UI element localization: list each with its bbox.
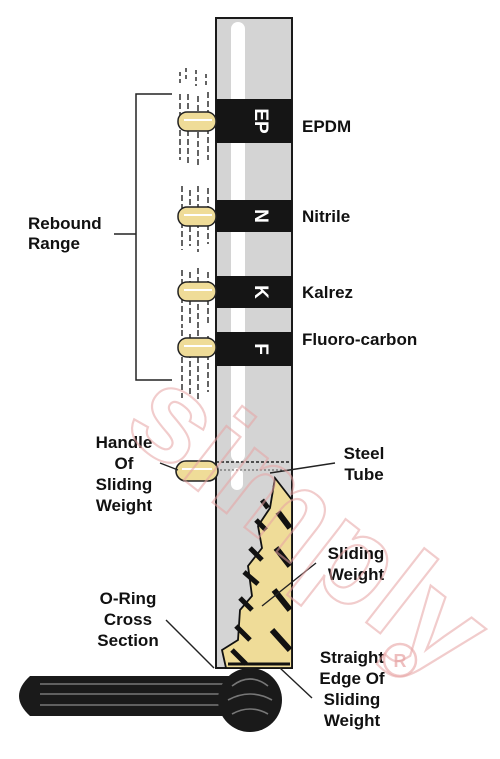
svg-text:Edge Of: Edge Of — [319, 669, 385, 688]
label-epdm: EPDM — [302, 117, 351, 136]
watermark-text: simply — [103, 337, 500, 706]
rebound-range-label: Rebound Range — [28, 214, 102, 253]
svg-text:Range: Range — [28, 234, 80, 253]
ghost-handle-epdm — [177, 111, 217, 132]
o-ring-cross-section — [218, 668, 282, 732]
ghost-handle-fluorocarbon — [177, 337, 217, 358]
steel-tube-label: Steel Tube — [344, 444, 385, 484]
svg-text:Sliding: Sliding — [328, 544, 385, 563]
svg-text:Cross: Cross — [104, 610, 152, 629]
band-epdm: EP — [216, 99, 292, 143]
material-bands: EP N K F — [216, 99, 292, 366]
o-ring-label: O-Ring Cross Section — [97, 589, 158, 650]
sliding-weight — [220, 475, 293, 669]
ghost-handle-nitrile — [177, 206, 217, 227]
band-fluorocarbon: F — [216, 332, 292, 366]
sliding-weight-label: Sliding Weight — [328, 544, 385, 584]
band-code-epdm: EP — [250, 108, 271, 134]
watermark-registered-mark: R — [394, 651, 407, 671]
band-code-fluorocarbon: F — [250, 343, 271, 355]
svg-text:Weight: Weight — [324, 711, 381, 730]
svg-text:Steel: Steel — [344, 444, 385, 463]
label-nitrile: Nitrile — [302, 207, 350, 226]
svg-text:Of: Of — [115, 454, 134, 473]
handle-label: Handle Of Sliding Weight — [96, 433, 153, 515]
leader-lines — [159, 462, 336, 699]
svg-text:Weight: Weight — [96, 496, 153, 515]
svg-text:Section: Section — [97, 631, 158, 650]
sliding-weight-handle — [175, 460, 219, 482]
band-kalrez: K — [216, 276, 292, 308]
watermark: simply R — [102, 336, 500, 707]
rebound-range-bracket — [114, 93, 172, 381]
svg-text:Rebound: Rebound — [28, 214, 102, 233]
label-kalrez: Kalrez — [302, 283, 353, 302]
svg-text:Tube: Tube — [344, 465, 383, 484]
ghost-handle-kalrez — [177, 281, 217, 302]
svg-text:Weight: Weight — [328, 565, 385, 584]
o-ring — [19, 668, 282, 732]
svg-text:O-Ring: O-Ring — [100, 589, 157, 608]
band-nitrile: N — [216, 200, 292, 232]
svg-text:Sliding: Sliding — [324, 690, 381, 709]
svg-text:Handle: Handle — [96, 433, 153, 452]
straight-edge-label: Straight Edge Of Sliding Weight — [319, 648, 385, 730]
svg-text:Sliding: Sliding — [96, 475, 153, 494]
band-code-kalrez: K — [250, 285, 271, 299]
band-code-nitrile: N — [250, 209, 271, 223]
label-fluorocarbon: Fluoro-carbon — [302, 330, 417, 349]
svg-text:Straight: Straight — [320, 648, 385, 667]
